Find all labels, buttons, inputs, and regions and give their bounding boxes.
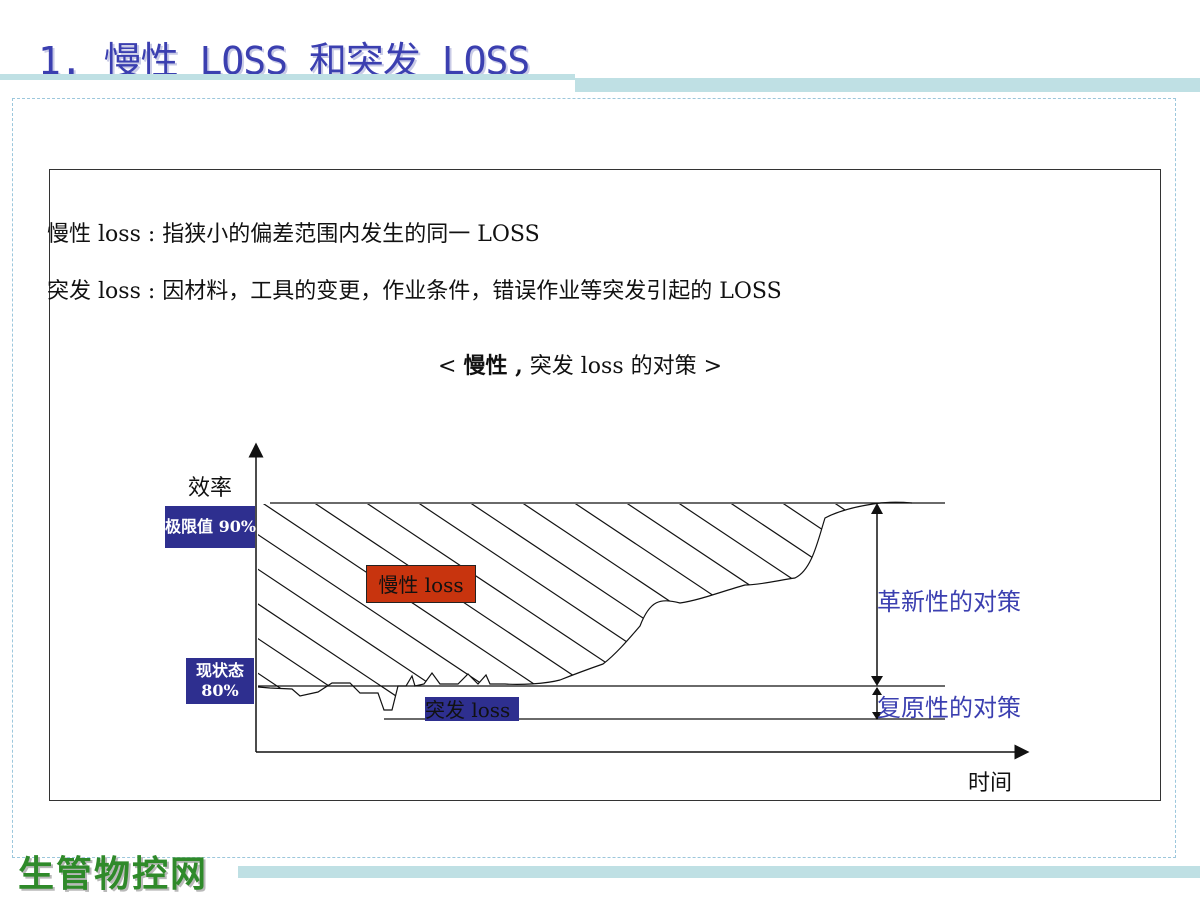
footer-logo: 生管物控网 xyxy=(18,853,209,895)
hatch-line xyxy=(517,504,849,710)
subtitle-bold: 慢性 , xyxy=(463,353,523,379)
subtitle-rest: 突发 loss 的对策 > xyxy=(522,354,723,379)
hatch-line xyxy=(309,504,641,710)
hatch-line xyxy=(258,504,329,710)
hatch-line xyxy=(569,504,873,710)
hatch-line xyxy=(361,504,693,710)
chronic-loss-definition: 慢性 loss : 指狭小的偏差范围内发生的同一 LOSS xyxy=(47,222,540,247)
title-accent-bar xyxy=(575,78,1200,92)
current-state-value: 80% xyxy=(201,681,239,700)
hatch-line xyxy=(258,504,381,710)
title-underline-bar xyxy=(0,74,575,80)
sporadic-loss-definition: 突发 loss : 因材料，工具的变更，作业条件，错误作业等突发引起的 LOSS xyxy=(47,279,782,304)
current-state-label: 现状态 xyxy=(195,661,244,680)
y-axis-label: 效率 xyxy=(188,476,233,501)
restoration-arrow-top xyxy=(872,687,882,695)
x-axis-label: 时间 xyxy=(968,771,1013,796)
restoration-arrow-bottom xyxy=(872,712,882,720)
limit-value-badge: 极限值 90% xyxy=(165,506,256,548)
content-frame xyxy=(12,98,1176,858)
hatch-line xyxy=(258,504,433,710)
hatch-line xyxy=(258,504,589,710)
innovation-arrow-bottom xyxy=(871,676,883,686)
diagram-subtitle: < 慢性 , 突发 loss 的对策 > xyxy=(438,348,722,380)
chronic-loss-label: 慢性 loss xyxy=(366,565,476,603)
innovation-measure-label: 革新性的对策 xyxy=(877,588,1021,616)
restoration-measure-label: 复原性的对策 xyxy=(877,694,1021,722)
current-state-badge: 现状态 80% xyxy=(186,658,254,704)
efficiency-curve xyxy=(257,503,874,711)
hatch-line xyxy=(725,504,873,710)
sporadic-loss-label: 突发 loss xyxy=(425,697,519,722)
hatch-line xyxy=(465,504,797,710)
curve-tail xyxy=(872,501,913,505)
footer-accent-bar xyxy=(238,866,1200,878)
subtitle-open: < xyxy=(438,354,464,379)
innovation-arrow-top xyxy=(871,503,883,514)
hatch-line xyxy=(413,504,745,710)
